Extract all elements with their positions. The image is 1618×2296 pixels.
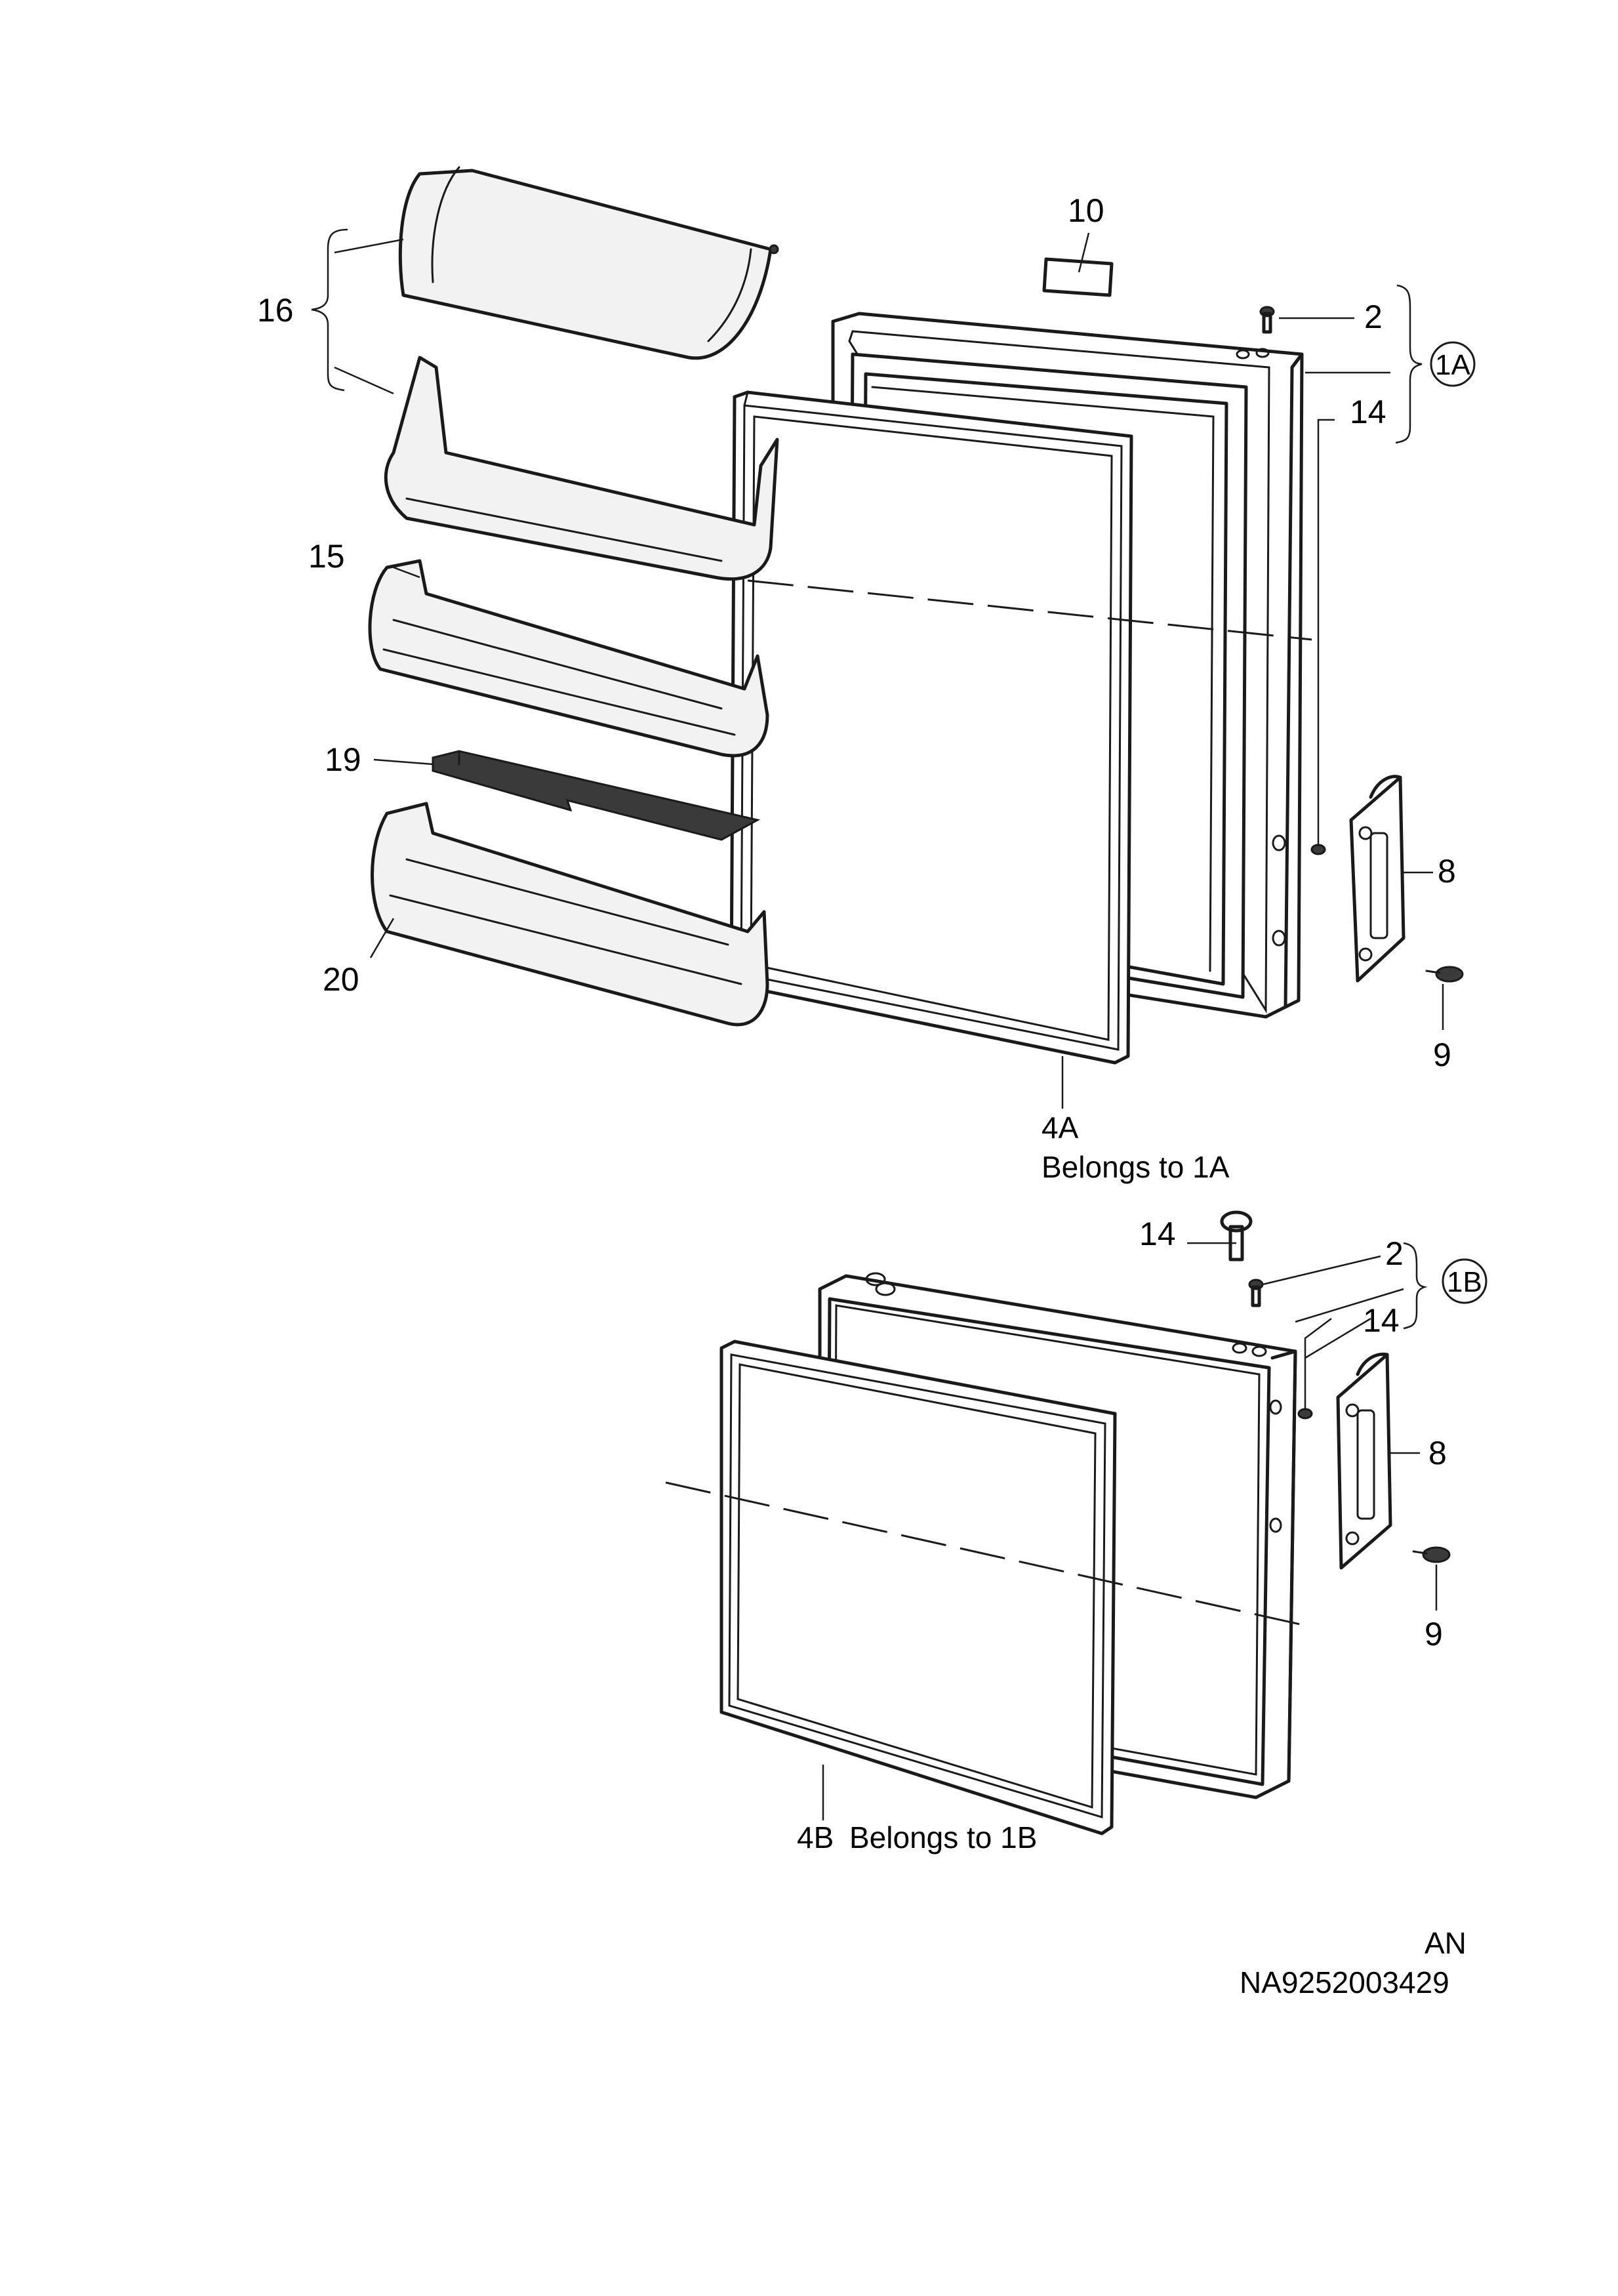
footer-code-line-2: NA9252003429	[1240, 1965, 1449, 1999]
callout-8b: 8	[1428, 1435, 1447, 1471]
shelf-15	[368, 559, 769, 758]
gasket-4a	[729, 390, 1133, 1065]
hinge-8a	[1349, 775, 1406, 983]
callout-16: 16	[257, 292, 294, 329]
rail-10	[1042, 257, 1114, 297]
gasket-4a-note: Belongs to 1A	[1042, 1150, 1230, 1184]
callout-20: 20	[323, 961, 359, 998]
divider-19	[432, 750, 761, 841]
shelf-16	[384, 356, 779, 581]
callout-8a: 8	[1438, 853, 1456, 890]
hinge-8b	[1336, 1352, 1392, 1570]
leaders-1a	[311, 228, 1444, 1109]
callout-1a: 1A	[1435, 349, 1470, 381]
callout-14b: 14	[1363, 1302, 1400, 1339]
screw-2b	[1248, 1279, 1264, 1307]
axis-line-1b	[665, 1481, 1312, 1628]
leaders-1b	[822, 1242, 1438, 1820]
callout-9b: 9	[1425, 1616, 1443, 1652]
callout-9a: 9	[1433, 1036, 1451, 1073]
axis-line-1a	[747, 579, 1312, 641]
callout-19: 19	[325, 741, 361, 778]
callout-10: 10	[1068, 192, 1104, 229]
screw-9b	[1412, 1546, 1451, 1563]
callout-15: 15	[308, 538, 345, 575]
callout-14a: 14	[1350, 394, 1386, 430]
pin-14b	[1220, 1210, 1253, 1261]
callout-14b-top: 14	[1139, 1216, 1176, 1252]
gasket-4a-code: 4A	[1042, 1111, 1079, 1145]
footer-code-line-1: AN	[1425, 1926, 1466, 1960]
shelf-20	[371, 802, 769, 1027]
screw-2a	[1259, 306, 1275, 334]
screw-9a	[1425, 966, 1464, 983]
callout-1b: 1B	[1447, 1266, 1482, 1298]
callout-2b: 2	[1385, 1235, 1404, 1272]
gasket-4b-code: 4B	[797, 1820, 834, 1855]
callout-2a: 2	[1364, 298, 1383, 335]
gasket-4b	[719, 1340, 1117, 1835]
assembly-1a-circle	[1430, 341, 1476, 387]
cover-16	[398, 166, 779, 360]
screw-14a	[1310, 844, 1326, 855]
gasket-4b-note: Belongs to 1B	[849, 1820, 1037, 1855]
screw-14b	[1297, 1408, 1313, 1420]
assembly-1b-circle	[1442, 1258, 1487, 1304]
